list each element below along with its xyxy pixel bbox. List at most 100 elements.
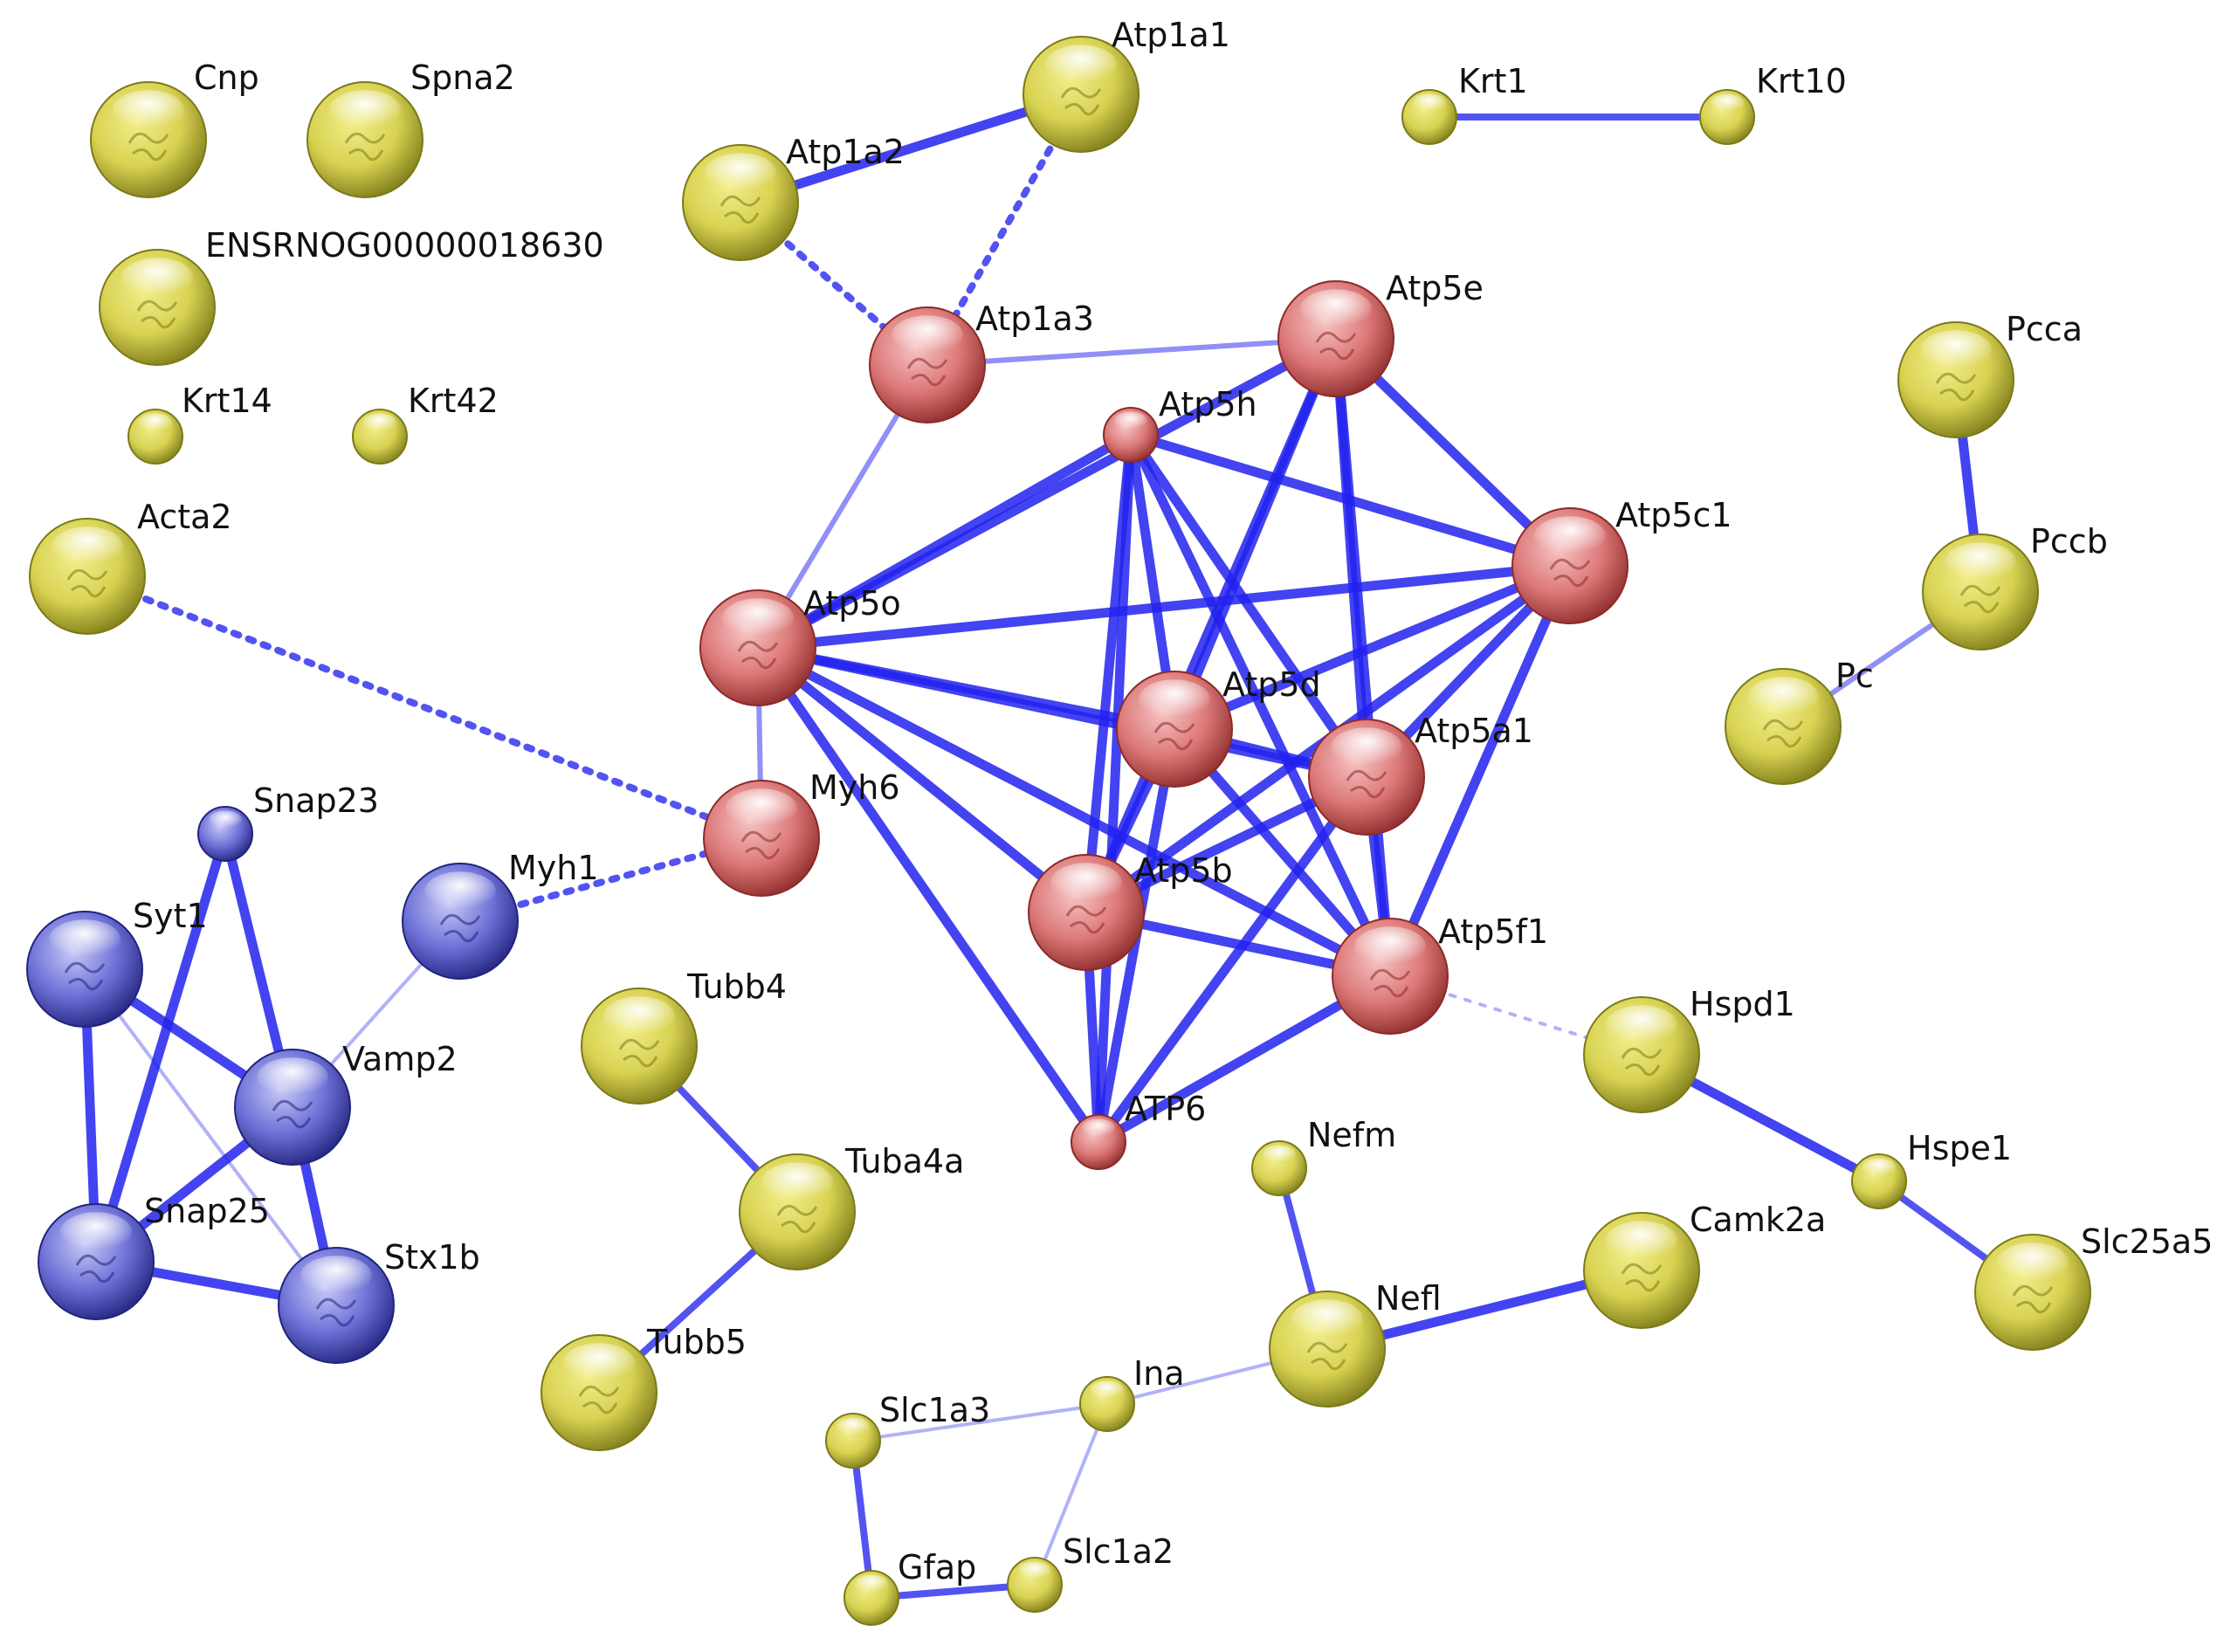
protein-structure-icon: [315, 1298, 357, 1327]
node-atp1a2[interactable]: Atp1a2: [682, 133, 905, 261]
node-label: ENSRNOG00000018630: [205, 226, 604, 265]
node-highlight: [1997, 1242, 2069, 1283]
node-label: Atp1a1: [1112, 16, 1230, 54]
node-highlight: [1262, 1145, 1297, 1164]
node-acta2[interactable]: Acta2: [29, 498, 232, 635]
edge-ina-slc1a2: [1033, 1403, 1109, 1586]
node-atp5b[interactable]: Atp5b: [1028, 851, 1233, 971]
node-highlight: [1050, 863, 1122, 903]
protein-structure-icon: [776, 1204, 818, 1234]
node-label: Hspd1: [1690, 985, 1795, 1023]
node-spna2[interactable]: Spna2: [306, 59, 515, 198]
node-highlight: [1113, 411, 1148, 430]
protein-structure-icon: [64, 961, 106, 991]
node-atp6[interactable]: ATP6: [1071, 1090, 1206, 1170]
edge-acta2-myh6: [84, 573, 765, 842]
node-label: Pccb: [2030, 522, 2108, 561]
node-slc1a3[interactable]: Slc1a3: [825, 1391, 990, 1469]
node-label: Tubb5: [646, 1323, 747, 1361]
node-label: Atp1a2: [786, 133, 905, 171]
node-atp5f1[interactable]: Atp5f1: [1332, 912, 1548, 1035]
node-pc[interactable]: Pc: [1725, 657, 1874, 785]
node-syt1[interactable]: Syt1: [26, 897, 208, 1028]
node-tuba4a[interactable]: Tuba4a: [739, 1142, 964, 1270]
node-highlight: [1045, 45, 1117, 85]
node-highlight: [1710, 93, 1745, 113]
node-highlight: [603, 996, 675, 1036]
node-cnp[interactable]: Cnp: [90, 59, 259, 198]
node-hspe1[interactable]: Hspe1: [1851, 1129, 2012, 1209]
node-nefl[interactable]: Nefl: [1269, 1279, 1442, 1408]
node-snap25[interactable]: Snap25: [38, 1192, 270, 1320]
node-snap23[interactable]: Snap23: [197, 781, 379, 862]
node-krt14[interactable]: Krt14: [127, 382, 272, 465]
protein-structure-icon: [740, 830, 782, 860]
protein-structure-icon: [66, 568, 108, 598]
node-highlight: [329, 90, 401, 130]
node-krt10[interactable]: Krt10: [1699, 62, 1847, 145]
node-atp1a3[interactable]: Atp1a3: [869, 299, 1094, 423]
node-ina[interactable]: Ina: [1079, 1354, 1185, 1432]
node-vamp2[interactable]: Vamp2: [234, 1040, 458, 1166]
node-label: Atp5b: [1134, 851, 1233, 890]
protein-structure-icon: [578, 1385, 620, 1415]
node-pcca[interactable]: Pcca: [1897, 310, 2083, 438]
node-highlight: [836, 1417, 871, 1436]
protein-structure-icon: [1315, 331, 1357, 361]
edge-atp5c1-atp5d: [1172, 561, 1573, 734]
node-atp1a1[interactable]: Atp1a1: [1022, 16, 1230, 153]
node-pccb[interactable]: Pccb: [1922, 522, 2108, 650]
node-atp5c1[interactable]: Atp5c1: [1511, 496, 1732, 624]
protein-structure-icon: [1935, 372, 1977, 402]
node-label: Tubb4: [686, 967, 787, 1006]
node-highlight: [726, 788, 797, 829]
node-label: Myh6: [809, 768, 900, 807]
protein-structure-icon: [1306, 1341, 1348, 1371]
node-ensrnog00000018630[interactable]: ENSRNOG00000018630: [99, 226, 604, 366]
edge-atp5h-atp5f1: [1126, 432, 1394, 979]
node-slc25a5[interactable]: Slc25a5: [1974, 1222, 2213, 1351]
protein-structure-icon: [439, 913, 481, 943]
node-slc1a2[interactable]: Slc1a2: [1007, 1532, 1174, 1613]
node-atp5a1[interactable]: Atp5a1: [1308, 712, 1533, 836]
node-highlight: [1017, 1561, 1052, 1580]
node-label: Krt10: [1756, 62, 1847, 100]
node-nefm[interactable]: Nefm: [1251, 1116, 1396, 1196]
node-gfap[interactable]: Gfap: [843, 1548, 976, 1626]
node-label: Atp5a1: [1415, 712, 1533, 750]
node-hspd1[interactable]: Hspd1: [1583, 985, 1795, 1113]
node-label: ATP6: [1125, 1090, 1206, 1128]
node-tubb4[interactable]: Tubb4: [581, 967, 787, 1105]
node-tubb5[interactable]: Tubb5: [541, 1323, 747, 1451]
node-label: Pcca: [2006, 310, 2083, 348]
node-atp5d[interactable]: Atp5d: [1116, 665, 1321, 788]
node-label: Snap25: [144, 1192, 270, 1230]
edge-atp5h-atp6: [1093, 434, 1136, 1143]
node-highlight: [138, 413, 173, 432]
node-label: Cnp: [194, 59, 259, 97]
node-atp5o[interactable]: Atp5o: [699, 584, 901, 706]
node-highlight: [1412, 93, 1447, 113]
protein-structure-icon: [737, 640, 779, 670]
node-camk2a[interactable]: Camk2a: [1583, 1201, 1826, 1329]
node-highlight: [761, 1162, 833, 1202]
node-krt1[interactable]: Krt1: [1401, 62, 1528, 145]
node-highlight: [121, 258, 193, 298]
protein-structure-icon: [1549, 558, 1591, 588]
node-label: Ina: [1133, 1354, 1185, 1393]
node-krt42[interactable]: Krt42: [352, 382, 499, 465]
node-highlight: [563, 1343, 635, 1383]
node-atp5e[interactable]: Atp5e: [1277, 269, 1484, 397]
edge-atp5o-atp6: [754, 644, 1103, 1146]
protein-structure-icon: [1060, 86, 1102, 116]
node-label: Atp5f1: [1438, 912, 1548, 951]
node-label: Syt1: [133, 897, 208, 935]
node-myh1[interactable]: Myh1: [402, 849, 599, 980]
node-atp5h[interactable]: Atp5h: [1103, 385, 1257, 463]
node-highlight: [257, 1057, 328, 1098]
node-label: Hspe1: [1907, 1129, 2012, 1167]
node-stx1b[interactable]: Stx1b: [278, 1238, 480, 1364]
node-myh6[interactable]: Myh6: [703, 768, 900, 897]
edge-atp5a1-atp6: [1094, 774, 1371, 1146]
